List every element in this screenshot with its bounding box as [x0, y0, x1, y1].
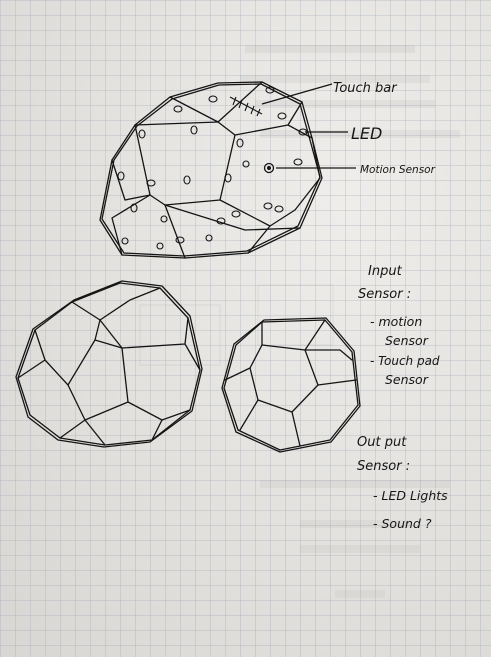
dodecahedron-bottom-left	[16, 281, 202, 447]
annotation-labels: Touch bar LED Motion Sensor Input Sensor…	[333, 81, 448, 531]
input-title-line1: Input	[368, 264, 403, 279]
input-item-motion: - motion	[370, 314, 422, 329]
dodecahedron-top	[100, 82, 322, 258]
label-motion-sensor: Motion Sensor	[360, 164, 436, 176]
dodecahedron-bottom-right	[222, 318, 360, 452]
label-led: LED	[351, 124, 382, 143]
input-item-touchpad: - Touch pad	[370, 354, 440, 368]
input-item-motion-sensor: Sensor	[385, 333, 429, 348]
input-title-line2: Sensor :	[358, 287, 411, 302]
output-item-led: - LED Lights	[373, 488, 448, 503]
output-title-line1: Out put	[357, 435, 407, 450]
input-item-touchpad-sensor: Sensor	[385, 372, 429, 387]
output-title-line2: Sensor :	[357, 459, 410, 474]
output-item-sound: - Sound ?	[373, 516, 432, 531]
motion-sensor-marker	[265, 164, 274, 173]
label-touch-bar: Touch bar	[333, 81, 398, 96]
